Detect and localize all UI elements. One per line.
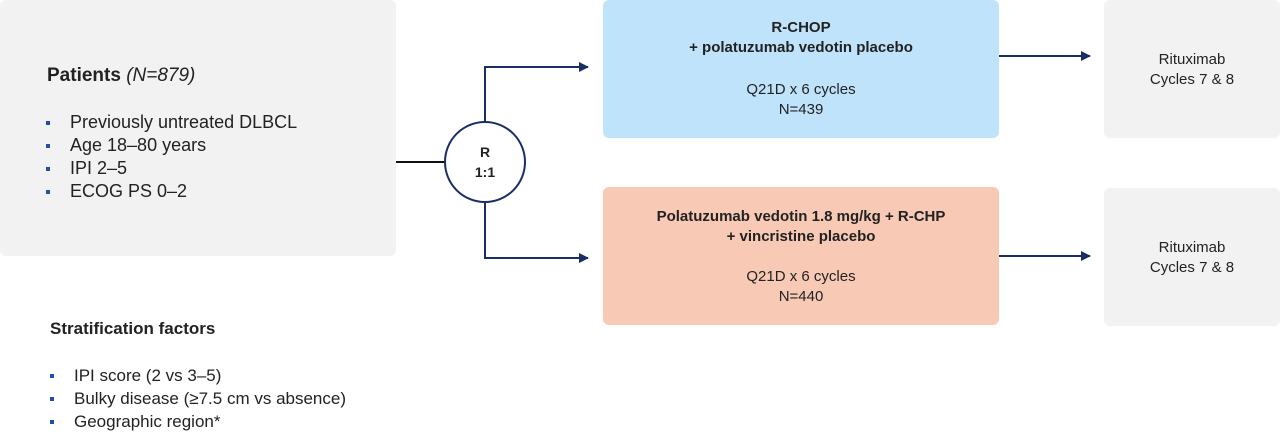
rituximab-b-cycles: Cycles 7 & 8 — [1149, 259, 1235, 276]
rituximab-a-box: Rituximab Cycles 7 & 8 — [1104, 0, 1280, 138]
patients-heading: Patients (N=879) — [47, 65, 195, 87]
randomization-to-arm-a-arrow — [484, 62, 589, 122]
arm-b-title: Polatuzumab vedotin 1.8 mg/kg + R-CHP + … — [603, 207, 999, 247]
arm-b-schedule: Q21D x 6 cycles — [746, 268, 856, 285]
patients-count: (N=879) — [126, 65, 196, 86]
randomization-circle — [444, 121, 526, 203]
randomization-ratio: 1:1 — [474, 164, 496, 180]
arm-a-title-line1: R-CHOP — [771, 19, 831, 36]
rituximab-b-text: Rituximab Cycles 7 & 8 — [1104, 238, 1280, 278]
arm-b-n: N=440 — [778, 288, 824, 305]
rituximab-a-text: Rituximab Cycles 7 & 8 — [1104, 50, 1280, 90]
arm-a-schedule: Q21D x 6 cycles — [746, 81, 856, 98]
arm-a-title: R-CHOP + polatuzumab vedotin placebo — [603, 18, 999, 58]
stratification-list: IPI score (2 vs 3–5) Bulky disease (≥7.5… — [50, 364, 346, 433]
criteria-item: Age 18–80 years — [46, 134, 297, 157]
rituximab-b-box: Rituximab Cycles 7 & 8 — [1104, 188, 1280, 326]
arm-b-title-line1: Polatuzumab vedotin 1.8 mg/kg + R-CHP — [656, 208, 946, 225]
criteria-item: ECOG PS 0–2 — [46, 180, 297, 203]
criteria-item: IPI 2–5 — [46, 157, 297, 180]
stratification-item: Geographic region* — [50, 410, 346, 433]
rituximab-b-drug: Rituximab — [1158, 239, 1226, 256]
arm-b-box: Polatuzumab vedotin 1.8 mg/kg + R-CHP + … — [603, 187, 999, 325]
arm-b-schedule-block: Q21D x 6 cycles N=440 — [603, 267, 999, 307]
criteria-item: Previously untreated DLBCL — [46, 111, 297, 134]
stratification-title: Stratification factors — [50, 319, 216, 338]
stratification-item: Bulky disease (≥7.5 cm vs absence) — [50, 387, 346, 410]
randomization-r: R — [479, 144, 491, 160]
arm-a-title-line2: + polatuzumab vedotin placebo — [689, 39, 913, 56]
arm-a-n: N=439 — [778, 101, 824, 118]
patients-box: Patients (N=879) Previously untreated DL… — [0, 0, 396, 256]
patients-title: Patients — [47, 65, 121, 86]
arm-a-box: R-CHOP + polatuzumab vedotin placebo Q21… — [603, 0, 999, 138]
rituximab-a-cycles: Cycles 7 & 8 — [1149, 71, 1235, 88]
arm-a-schedule-block: Q21D x 6 cycles N=439 — [603, 80, 999, 120]
patient-criteria-list: Previously untreated DLBCL Age 18–80 yea… — [46, 111, 297, 203]
arm-b-title-line2: + vincristine placebo — [726, 228, 876, 245]
randomization-label: R 1:1 — [445, 142, 525, 182]
rituximab-a-drug: Rituximab — [1158, 51, 1226, 68]
stratification-item: IPI score (2 vs 3–5) — [50, 364, 346, 387]
randomization-to-arm-b-arrow — [484, 202, 589, 263]
